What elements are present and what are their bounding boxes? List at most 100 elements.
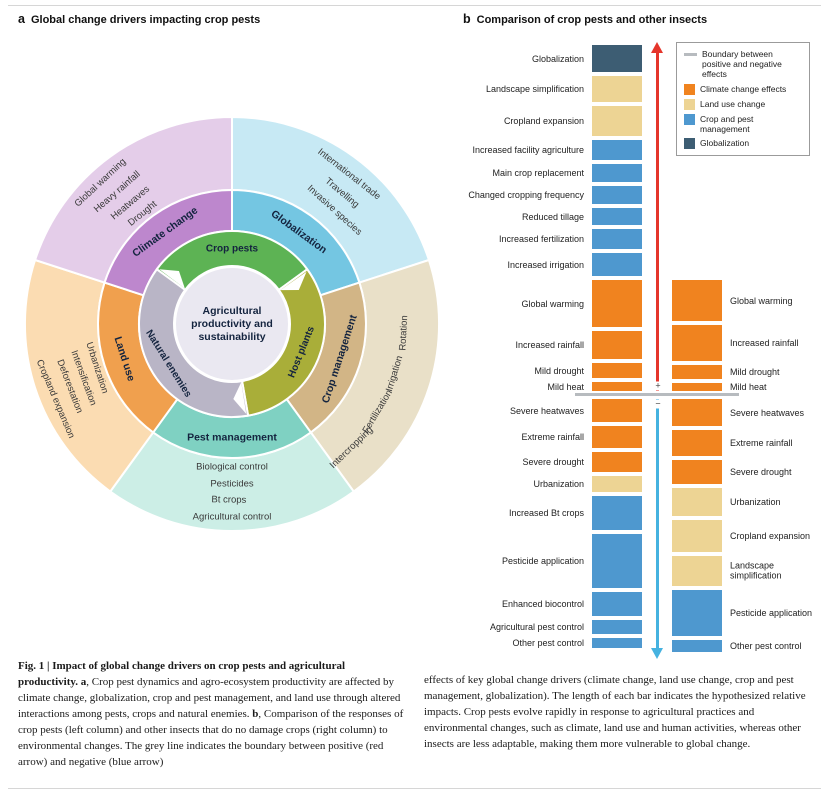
driver-label: Bt crops <box>211 494 246 506</box>
legend-label: Globalization <box>700 137 750 148</box>
bar-label: Increased facility agriculture <box>472 144 584 155</box>
bar-increased-rainfall <box>592 331 642 359</box>
bar-cropland-expansion <box>592 106 642 136</box>
bar-label: Pesticide application <box>501 555 584 566</box>
caption-text: effects of key global change drivers (cl… <box>424 674 806 750</box>
bar-landscape-simplification <box>592 76 642 102</box>
category-label: Pest management <box>187 431 277 443</box>
bar-label: Landscape simplification <box>730 560 782 581</box>
panel-b-chart: Boundary between positive and negative e… <box>455 0 829 665</box>
bar-label: Globalization <box>531 53 584 64</box>
axis-positive-line <box>656 52 659 391</box>
bar-label: Global warming <box>730 295 793 306</box>
legend-label: Climate change effects <box>700 83 787 94</box>
bar-label: Enhanced biocontrol <box>501 598 584 609</box>
bar-label: Other pest control <box>512 637 584 648</box>
bar-changed-cropping-frequency <box>592 186 642 204</box>
top-rule <box>8 5 821 6</box>
inner-label: Crop pests <box>206 244 259 255</box>
bar-severe-heatwaves <box>672 399 722 426</box>
bar-label: Pesticide application <box>730 607 813 618</box>
caption-text: b <box>252 707 259 720</box>
bar-label: Urbanization <box>730 496 781 507</box>
bar-severe-heatwaves <box>592 399 642 422</box>
bar-mild-heat <box>592 382 642 391</box>
caption-text: , Crop pest dynamics and agro-ecosystem … <box>18 675 401 720</box>
legend-color-swatch <box>684 98 695 110</box>
bar-landscape-simplification <box>672 556 722 586</box>
inner-ring-segment <box>138 267 250 419</box>
bar-label: Landscape simplification <box>485 83 584 94</box>
bar-severe-drought <box>672 460 722 484</box>
bar-enhanced-biocontrol <box>592 592 642 616</box>
plus-sign: + <box>654 380 662 391</box>
legend-item: Climate change effects <box>684 83 802 95</box>
bar-agricultural-pest-control <box>592 620 642 634</box>
bar-label: Global warming <box>521 298 584 309</box>
driver-label: Biological control <box>196 462 268 473</box>
legend-color-swatch <box>684 83 695 95</box>
inner-ring-segment <box>240 267 326 417</box>
bar-reduced-tillage <box>592 208 642 225</box>
axis-negative-arrow-icon <box>651 648 663 659</box>
caption-text: a <box>80 675 87 688</box>
bar-label: Severe heatwaves <box>730 407 805 418</box>
bar-increased-rainfall <box>672 325 722 361</box>
bar-globalization <box>592 45 642 72</box>
caption-text: Fig. 1 | Impact of global change drivers… <box>18 660 346 688</box>
panel-a-title: Global change drivers impacting crop pes… <box>30 14 261 26</box>
bar-extreme-rainfall <box>672 430 722 456</box>
caption-right-column: effects of key global change drivers (cl… <box>424 673 816 753</box>
bar-increased-irrigation <box>592 253 642 276</box>
legend-line-swatch <box>684 53 697 56</box>
bar-label: Urbanization <box>533 478 584 489</box>
center-circle <box>176 268 288 380</box>
legend-color-swatch <box>684 113 695 125</box>
center-text: Agricultural <box>203 305 262 317</box>
legend: Boundary between positive and negative e… <box>676 42 810 156</box>
bar-label: Increased irrigation <box>507 259 584 270</box>
bar-increased-fertilization <box>592 229 642 249</box>
legend-item: Globalization <box>684 137 802 149</box>
bar-label: Cropland expansion <box>730 530 811 541</box>
bar-mild-drought <box>672 365 722 379</box>
bar-label: Agricultural pest control <box>489 621 584 632</box>
bar-mild-drought <box>592 363 642 378</box>
bar-label: Increased Bt crops <box>508 507 584 518</box>
bottom-rule <box>8 788 821 789</box>
bar-mild-heat <box>672 383 722 391</box>
bar-label: Mild drought <box>534 365 584 376</box>
bar-label: Increased fertilization <box>498 233 584 244</box>
axis-negative-line <box>656 399 659 648</box>
axis-positive-arrow-icon <box>651 42 663 53</box>
panel-b-letter: b <box>463 12 471 26</box>
bar-urbanization <box>672 488 722 516</box>
driver-label: Pesticides <box>210 479 254 490</box>
cycle-arrow-icon <box>233 382 247 414</box>
bar-label: Other pest control <box>730 640 802 651</box>
legend-item: Crop and pest management <box>684 113 802 134</box>
bar-label: Changed cropping frequency <box>468 189 584 200</box>
caption-left-column: Fig. 1 | Impact of global change drivers… <box>18 659 405 771</box>
legend-label: Land use change <box>700 98 766 109</box>
bar-severe-drought <box>592 452 642 472</box>
caption-text: , Comparison of the responses of crop pe… <box>18 707 404 768</box>
legend-item: Boundary between positive and negative e… <box>684 49 802 80</box>
bar-label: Extreme rainfall <box>730 437 793 448</box>
legend-label: Crop and pest management <box>700 113 754 134</box>
bar-main-crop-replacement <box>592 164 642 182</box>
driver-label: Rotation <box>397 315 410 351</box>
bar-label: Reduced tillage <box>521 211 584 222</box>
bar-cropland-expansion <box>672 520 722 552</box>
bar-label: Increased rainfall <box>730 337 799 348</box>
bar-increased-facility-agriculture <box>592 140 642 160</box>
bar-label: Mild drought <box>730 366 780 377</box>
bar-label: Severe heatwaves <box>509 405 584 416</box>
bar-global-warming <box>592 280 642 327</box>
bar-global-warming <box>672 280 722 321</box>
bar-other-pest-control <box>592 638 642 648</box>
bar-label: Increased rainfall <box>515 339 584 350</box>
legend-color-swatch <box>684 137 695 149</box>
bar-label: Main crop replacement <box>492 167 584 178</box>
